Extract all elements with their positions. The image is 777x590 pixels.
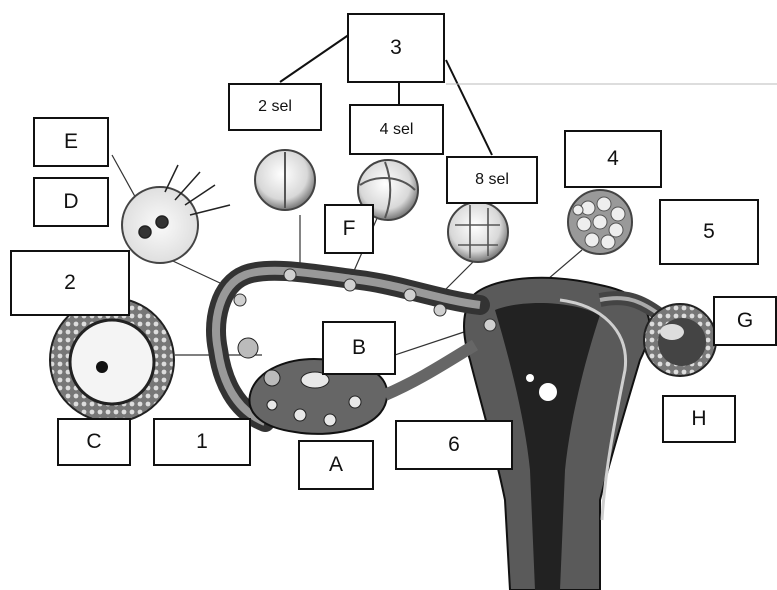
label-3: 3 xyxy=(347,13,445,83)
label-H: H xyxy=(662,395,736,443)
label-B: B xyxy=(322,321,396,375)
label-8-sel: 8 sel xyxy=(446,156,538,204)
embryo-8-cell xyxy=(448,202,508,262)
morula xyxy=(568,190,632,254)
label-5: 5 xyxy=(659,199,759,265)
label-F: F xyxy=(324,204,374,254)
oocyte xyxy=(70,320,154,404)
label-4: 4 xyxy=(564,130,662,188)
label-C: C xyxy=(57,418,131,466)
label-2: 2 xyxy=(10,250,130,316)
label-6: 6 xyxy=(395,420,513,470)
embryo-2-cell xyxy=(255,150,315,210)
ovarian-ligament xyxy=(385,345,475,395)
label-1: 1 xyxy=(153,418,251,466)
label-4-sel: 4 sel xyxy=(349,104,444,155)
label-G: G xyxy=(713,296,777,346)
label-A: A xyxy=(298,440,374,490)
label-2-sel: 2 sel xyxy=(228,83,322,131)
label-E: E xyxy=(33,117,109,167)
label-D: D xyxy=(33,177,109,227)
